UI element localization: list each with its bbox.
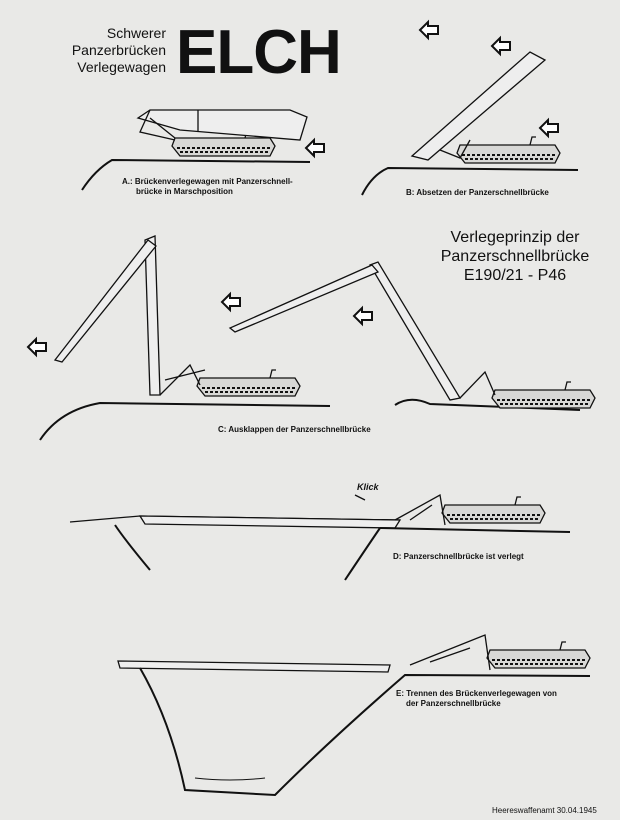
tank-c2 bbox=[491, 381, 596, 409]
caption-b: B: Absetzen der Panzerschnellbrücke bbox=[406, 188, 549, 197]
bridge-d bbox=[138, 515, 402, 529]
footer-credit: Heereswaffenamt 30.04.1945 bbox=[492, 806, 597, 815]
principle-line: Panzerschnellbrücke bbox=[440, 248, 590, 265]
principle-line: E190/21 - P46 bbox=[463, 267, 567, 284]
caption-line: A.: Brückenverlegewagen mit Panzerschnel… bbox=[122, 177, 293, 186]
vehicle-subtitle: Schwerer Panzerbrücken Verlegewagen bbox=[60, 25, 166, 76]
subtitle-line: Schwerer bbox=[106, 25, 166, 41]
tank-d bbox=[441, 496, 546, 524]
arrow-icon bbox=[419, 21, 439, 39]
tank-c1 bbox=[196, 369, 301, 397]
arrow-icon bbox=[539, 119, 559, 137]
caption-a: A.: Brückenverlegewagen mit Panzerschnel… bbox=[122, 177, 293, 197]
caption-e: E: Trennen des Brückenverlegewagen von d… bbox=[396, 689, 557, 709]
scene-c bbox=[27, 235, 596, 441]
tank-b bbox=[456, 136, 561, 164]
arrow-icon bbox=[353, 307, 373, 325]
subtitle-line: Verlegewagen bbox=[77, 59, 166, 75]
arrow-icon bbox=[27, 338, 47, 356]
principle-heading: Verlegeprinzip der Panzerschnellbrücke E… bbox=[420, 228, 610, 285]
subtitle-line: Panzerbrücken bbox=[71, 42, 166, 58]
arrow-icon bbox=[221, 293, 241, 311]
klick-annotation: Klick bbox=[357, 482, 379, 492]
scene-a bbox=[81, 109, 325, 191]
scene-b bbox=[361, 21, 579, 196]
scene-e bbox=[117, 634, 591, 797]
caption-d: D: Panzerschnellbrücke ist verlegt bbox=[393, 552, 524, 561]
bridge-a bbox=[136, 109, 308, 141]
bridge-b bbox=[410, 51, 547, 161]
caption-line: E: Trennen des Brückenverlegewagen von bbox=[396, 689, 557, 698]
principle-line: Verlegeprinzip der bbox=[450, 229, 580, 246]
elch-title: ELCH bbox=[176, 18, 342, 87]
caption-line: der Panzerschnellbrücke bbox=[406, 699, 501, 708]
caption-line: brücke in Marschposition bbox=[136, 187, 233, 196]
arrow-icon bbox=[305, 139, 325, 157]
scene-d bbox=[69, 493, 571, 581]
tank-e bbox=[486, 641, 591, 669]
bridge-e bbox=[117, 660, 391, 673]
caption-c: C: Ausklappen der Panzerschnellbrücke bbox=[218, 425, 371, 434]
arrow-icon bbox=[491, 37, 511, 55]
